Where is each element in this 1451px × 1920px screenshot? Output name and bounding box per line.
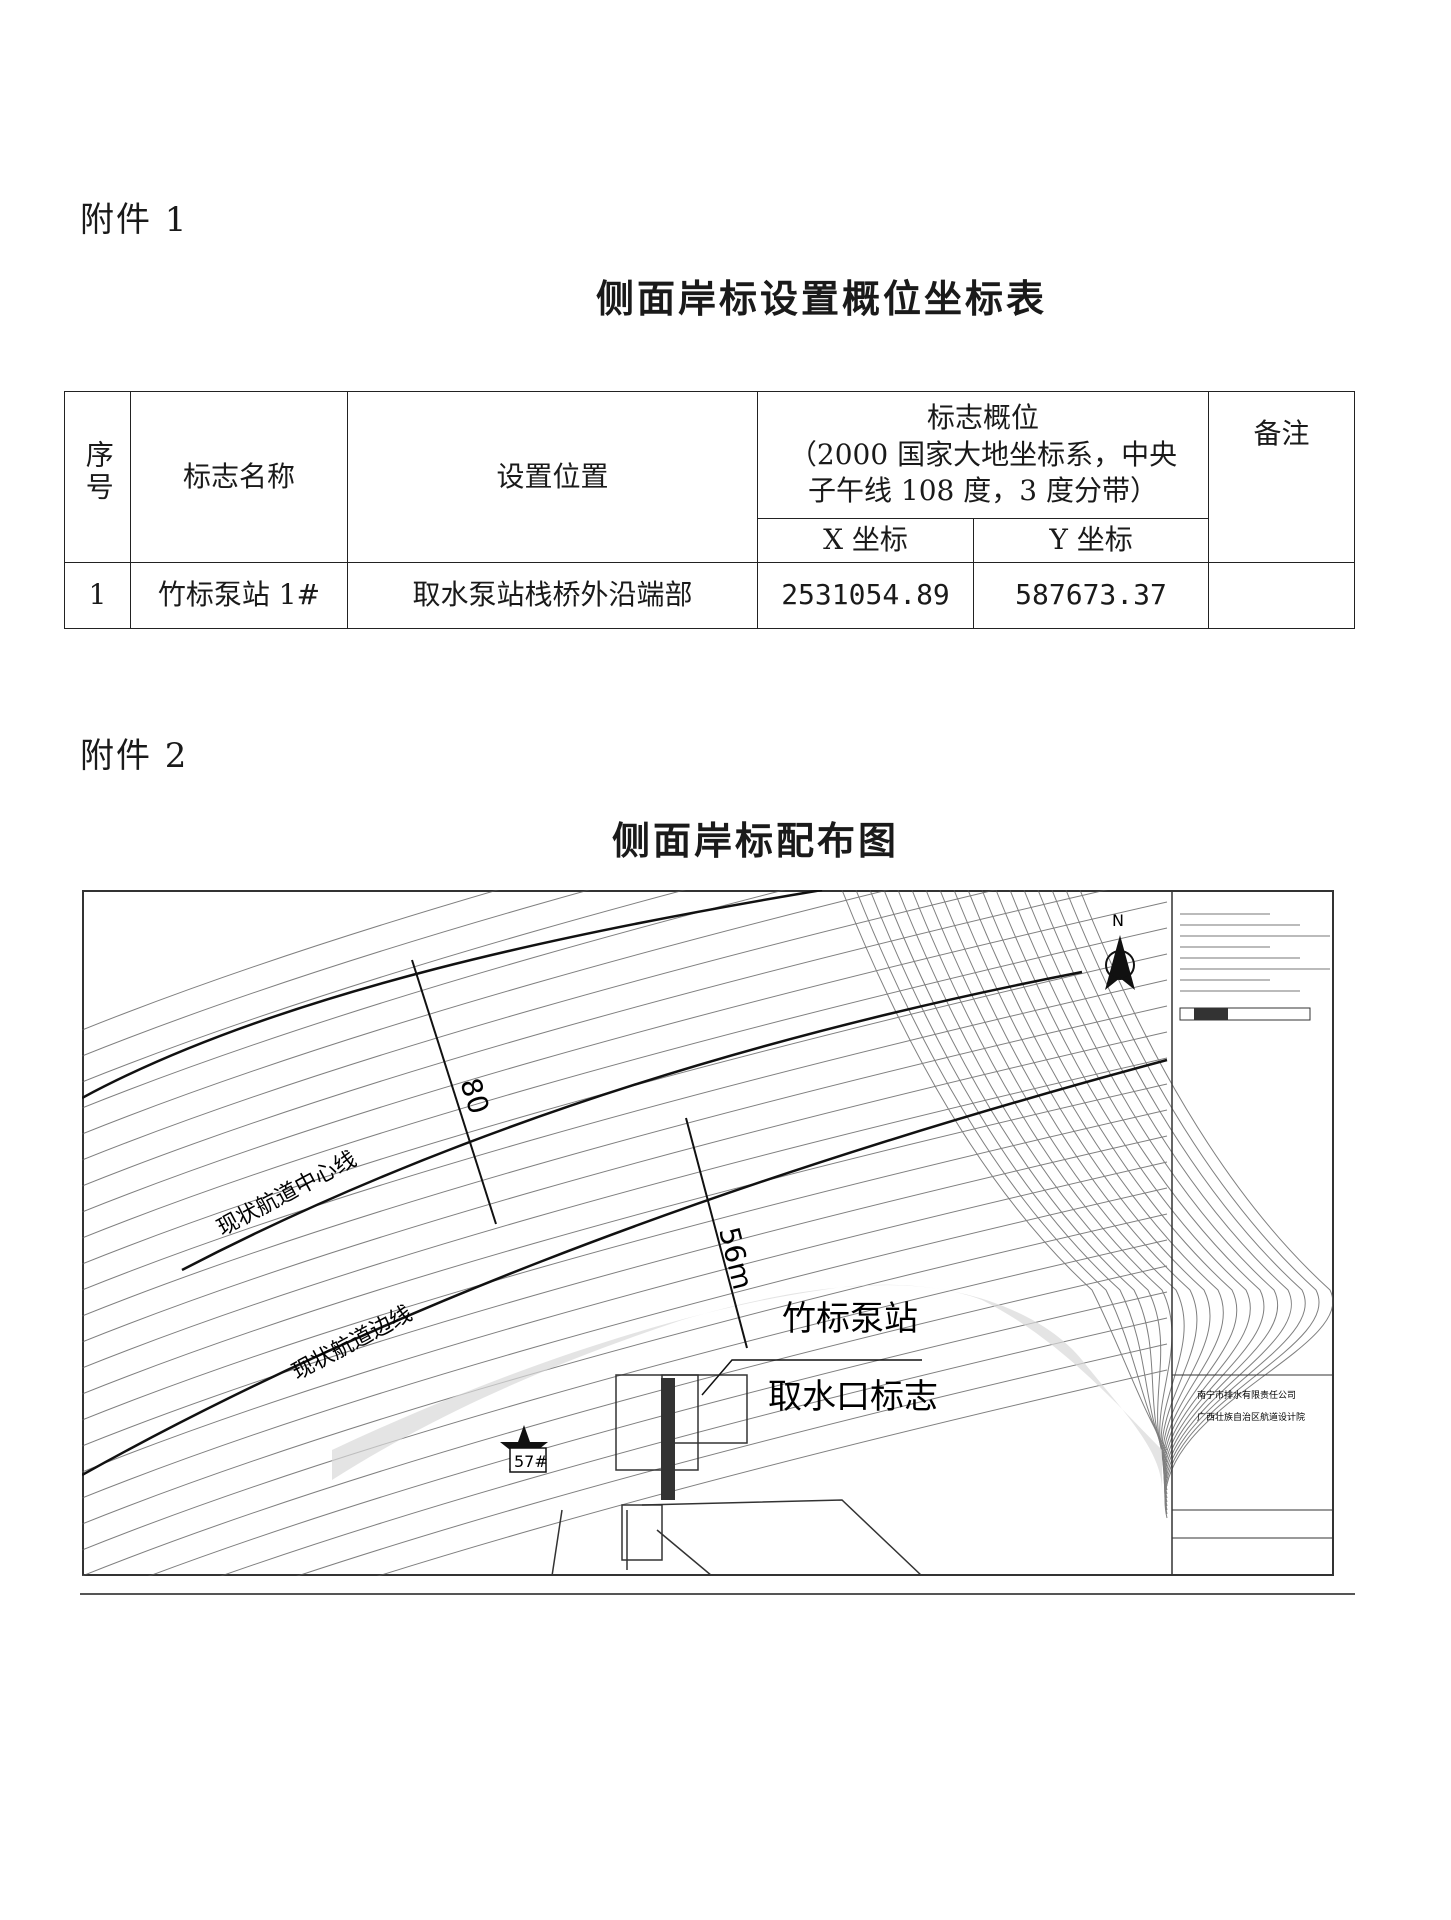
header-remarks: 备注 xyxy=(1208,391,1356,563)
header-position: 标志概位 （2000 国家大地坐标系，中央 子午线 108 度，3 度分带） xyxy=(756,391,1210,519)
contour-line xyxy=(82,1265,1168,1576)
title-block-design: 广西壮族自治区航道设计院 xyxy=(1197,1411,1305,1423)
contour-line xyxy=(897,890,1168,1467)
contour-line xyxy=(995,890,1251,1495)
cell-x: 2531054.89 xyxy=(757,562,974,629)
scale-bar xyxy=(1179,1007,1311,1021)
header-location: 设置位置 xyxy=(347,391,758,563)
channel-upper-line xyxy=(82,890,823,1100)
map-frame xyxy=(82,890,1334,1576)
cell-y: 587673.37 xyxy=(972,562,1210,629)
annex-2-label: 附件 2 xyxy=(80,736,189,776)
map-title: 侧面岸标配布图 xyxy=(611,818,899,863)
contour-line xyxy=(1051,890,1306,1511)
table-row: 1 竹标泵站 1# 取水泵站栈桥外沿端部 2531054.89 587673.3… xyxy=(64,562,1356,629)
contour-line xyxy=(82,890,997,1161)
header-position-title: 标志概位 xyxy=(927,401,1040,435)
contour-line xyxy=(939,890,1198,1479)
contour-line xyxy=(219,1317,1168,1576)
contour-line xyxy=(295,1343,1168,1576)
channel-centerline xyxy=(181,970,1083,1272)
header-x: X 坐标 xyxy=(757,518,974,563)
cell-remarks xyxy=(1208,562,1356,629)
marker-57-label: 57# xyxy=(514,1452,548,1471)
contour-line xyxy=(82,927,1168,1239)
shaded-bank xyxy=(332,1284,1162,1490)
contour-line xyxy=(82,1161,1168,1473)
contour-line xyxy=(925,890,1185,1475)
station-label: 竹标泵站 xyxy=(782,1299,918,1339)
pipe-lines xyxy=(551,1499,923,1576)
contour-line xyxy=(1065,890,1320,1515)
channel-sideline xyxy=(82,1058,1168,1477)
contour-line xyxy=(82,1239,1168,1551)
contour-line xyxy=(82,890,890,1135)
contour-line xyxy=(82,901,1168,1213)
dimension-56-line xyxy=(685,1117,748,1349)
contour-line xyxy=(1079,890,1334,1519)
header-position-zone: 子午线 108 度，3 度分带） xyxy=(808,474,1158,508)
contour-line xyxy=(855,890,1168,1455)
intake-leader xyxy=(701,1359,922,1396)
cell-location: 取水泵站栈桥外沿端部 xyxy=(347,562,758,629)
contour-line xyxy=(967,890,1224,1487)
north-arrow-icon xyxy=(1105,935,1135,990)
coordinate-table: 序号 标志名称 设置位置 标志概位 （2000 国家大地坐标系，中央 子午线 1… xyxy=(64,391,1356,629)
contour-line xyxy=(1009,890,1265,1499)
contour-line xyxy=(82,1135,1168,1447)
annex-1-label: 附件 1 xyxy=(80,200,189,240)
contour-line xyxy=(376,1369,1168,1576)
contour-line xyxy=(1023,890,1279,1503)
contour-line xyxy=(82,890,1109,1187)
scale-bar-fill xyxy=(1194,1008,1228,1020)
intake-label: 取水口标志 xyxy=(768,1377,938,1417)
contour-line xyxy=(82,979,1168,1291)
table-title: 侧面岸标设置概位坐标表 xyxy=(595,276,1047,321)
contour-line xyxy=(82,1083,1168,1395)
contour-line xyxy=(869,890,1168,1459)
pump-building xyxy=(621,1504,663,1561)
contour-line xyxy=(841,890,1168,1451)
header-position-system: （2000 国家大地坐标系，中央 xyxy=(788,437,1178,471)
contour-line xyxy=(82,1057,1168,1369)
cell-seq: 1 xyxy=(64,562,131,629)
bottom-divider xyxy=(80,1593,1355,1595)
station-outline xyxy=(615,1374,699,1471)
trestle-bridge xyxy=(661,1378,675,1500)
cell-name: 竹标泵站 1# xyxy=(130,562,348,629)
north-label: N xyxy=(1112,911,1124,930)
contour-line xyxy=(82,890,786,1109)
contour-line xyxy=(883,890,1168,1463)
title-block-company: 南宁市排水有限责任公司 xyxy=(1197,1389,1296,1401)
title-block-notes xyxy=(1180,913,1330,992)
contour-line xyxy=(82,890,687,1083)
contour-line xyxy=(1037,890,1292,1507)
marker-57-box xyxy=(509,1447,547,1473)
header-name: 标志名称 xyxy=(130,391,348,563)
contour-line xyxy=(981,890,1238,1491)
contour-line xyxy=(911,890,1173,1471)
dimension-80-line xyxy=(411,959,497,1225)
contour-line xyxy=(82,1005,1168,1317)
contour-line xyxy=(82,1187,1168,1499)
contour-line xyxy=(953,890,1211,1483)
header-seq: 序号 xyxy=(64,391,131,563)
contour-line xyxy=(82,1109,1168,1421)
contour-line xyxy=(82,890,500,1031)
contour-line xyxy=(82,890,591,1057)
contour-line xyxy=(82,953,1168,1265)
layout-map: 80 56m 现状航道中心线 现状航道边线 竹标泵站 取水口标志 57# N 南… xyxy=(82,890,1334,1576)
contour-line xyxy=(82,1031,1168,1343)
header-y: Y 坐标 xyxy=(972,518,1210,563)
